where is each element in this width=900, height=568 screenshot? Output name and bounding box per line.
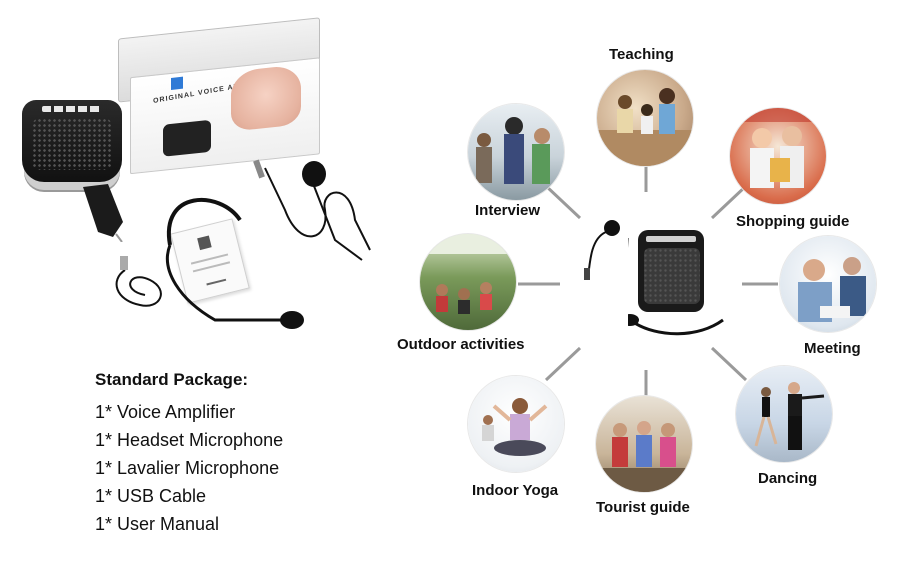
- scenario-label-meeting: Meeting: [804, 340, 861, 357]
- scenario-image-tourist-guide: [596, 396, 692, 492]
- scenario-label-teaching: Teaching: [609, 46, 674, 63]
- brand-logo: [171, 76, 183, 90]
- strap-image: [83, 184, 123, 242]
- package-item: 1* USB Cable: [95, 486, 207, 506]
- microphones-cables-image: [115, 159, 371, 329]
- package-item: 1* Voice Amplifier: [95, 402, 236, 422]
- scenario-label-shopping-guide: Shopping guide: [736, 213, 850, 230]
- scenario-label-indoor-yoga: Indoor Yoga: [472, 482, 559, 499]
- scenario-label-interview: Interview: [475, 202, 541, 219]
- usage-scenarios-diagram: Teaching Shopping guide Meeting Dancing: [390, 40, 900, 568]
- connector-lines: [518, 166, 778, 396]
- package-item: 1* Lavalier Microphone: [95, 458, 280, 478]
- voice-amplifier-image: [22, 100, 122, 182]
- scenario-image-shopping-guide: [730, 108, 826, 204]
- lavalier-mic-image: [584, 220, 620, 280]
- package-title: Standard Package:: [95, 370, 249, 389]
- scenario-image-dancing: [736, 366, 832, 462]
- scenario-label-outdoor-activities: Outdoor activities: [397, 336, 525, 353]
- scenario-label-dancing: Dancing: [758, 470, 818, 487]
- product-box-image: ORIGINAL VOICE AMPLIFIER: [118, 17, 320, 175]
- package-item: 1* Headset Microphone: [95, 430, 284, 450]
- scenario-image-outdoor-activities: [420, 234, 516, 330]
- scenario-image-teaching: [597, 70, 693, 166]
- amplifier-with-headset-image: [628, 230, 724, 336]
- scenario-label-tourist-guide: Tourist guide: [596, 499, 690, 516]
- package-item: 1* User Manual: [95, 514, 220, 534]
- scenario-image-interview: [468, 104, 564, 200]
- scenario-image-indoor-yoga: [468, 376, 564, 472]
- scenario-image-meeting: [780, 236, 876, 332]
- standard-package-list: Standard Package: 1* Voice Amplifier 1* …: [95, 366, 283, 538]
